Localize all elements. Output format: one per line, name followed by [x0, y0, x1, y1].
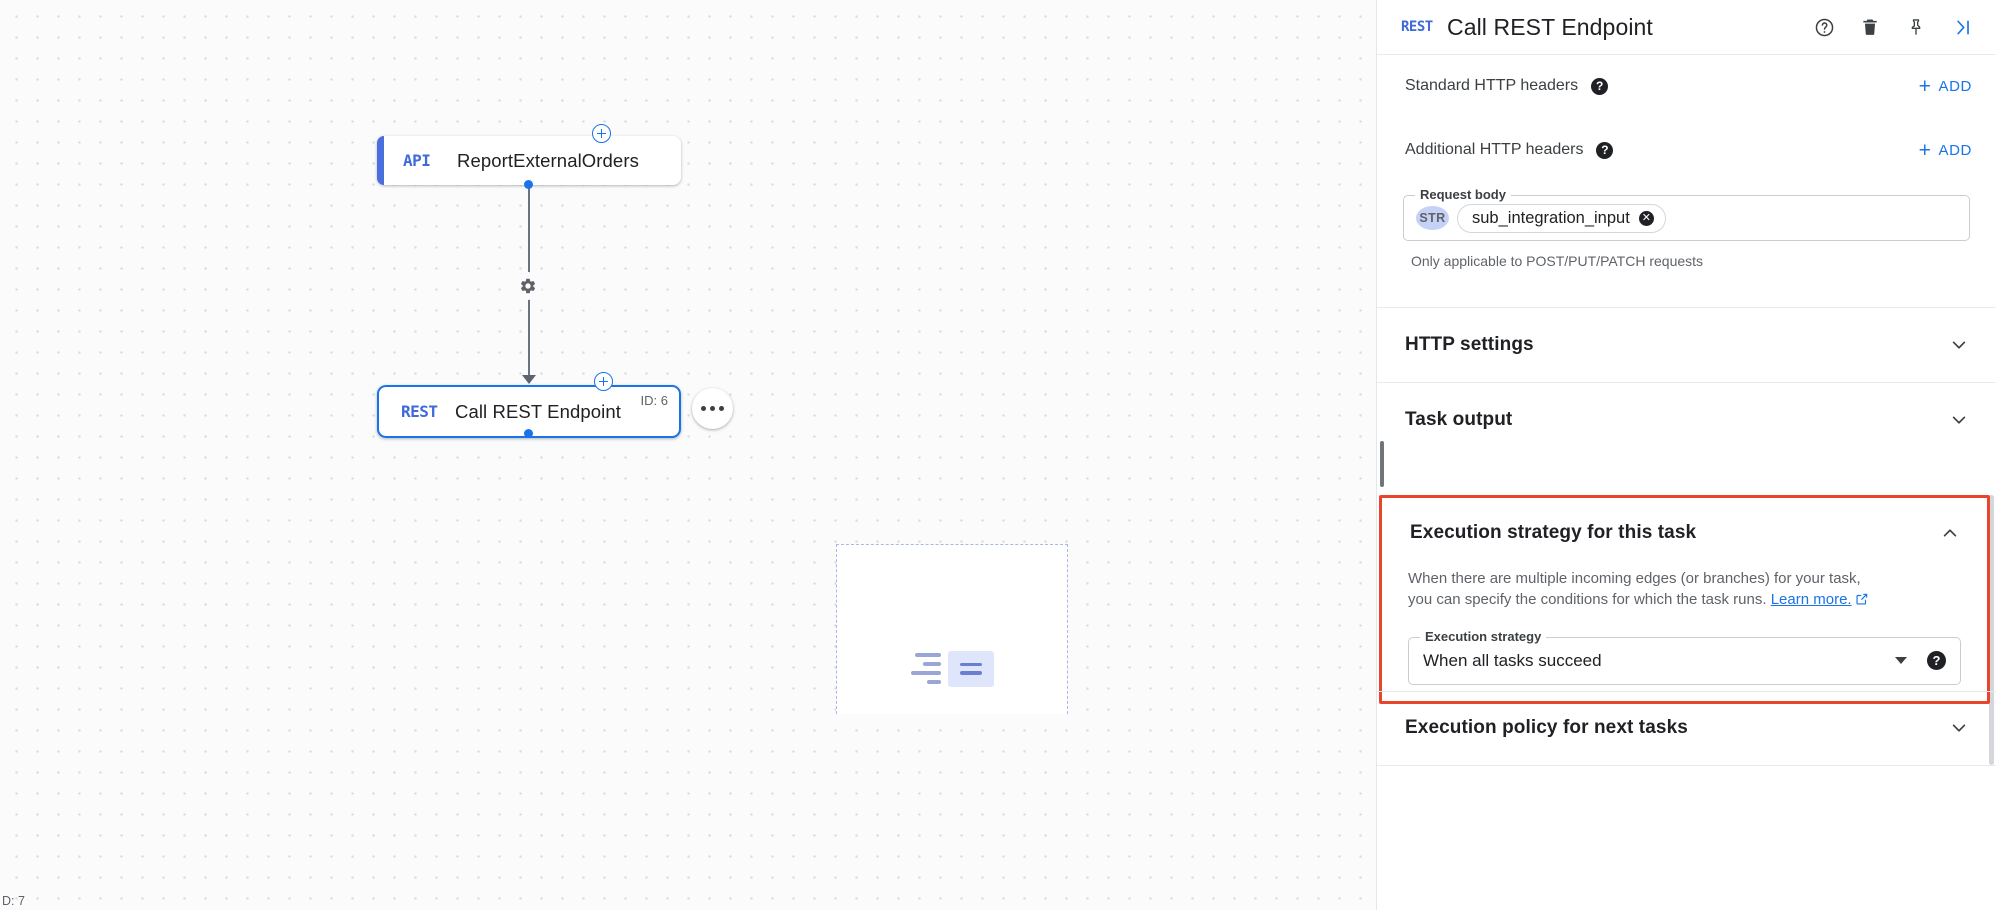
node-rest-output-port[interactable]	[524, 429, 533, 438]
request-body-helper-text: Only applicable to POST/PUT/PATCH reques…	[1411, 253, 1704, 269]
help-icon[interactable]: ?	[1927, 651, 1946, 671]
panel-scrollbar-right[interactable]	[1989, 495, 1994, 765]
panel-header: REST Call REST Endpoint	[1377, 0, 1996, 55]
add-label: ADD	[1938, 77, 1972, 95]
node-label: Call REST Endpoint	[455, 400, 621, 422]
external-link-icon[interactable]	[1855, 591, 1869, 612]
empty-state-illustration-icon	[910, 650, 994, 687]
node-label: ReportExternalOrders	[457, 149, 639, 171]
node-more-options-icon[interactable]	[692, 388, 733, 429]
node-type-tag: REST	[401, 402, 438, 421]
section-task-output[interactable]: Task output	[1377, 383, 1996, 457]
help-circle-icon[interactable]	[1812, 15, 1836, 39]
node-accent-bar	[377, 136, 384, 185]
section-title: Execution policy for next tasks	[1405, 717, 1688, 738]
trash-icon[interactable]	[1858, 15, 1882, 39]
variable-name: sub_integration_input	[1472, 208, 1630, 227]
canvas-node-api[interactable]: API ReportExternalOrders	[377, 136, 681, 185]
canvas-status-indicator: D: 7	[2, 894, 25, 908]
chevron-down-icon[interactable]	[1895, 657, 1907, 665]
execution-strategy-select[interactable]: Execution strategy When all tasks succee…	[1408, 628, 1961, 685]
chevron-down-icon[interactable]	[1948, 334, 1970, 356]
description-line-2: you can specify the conditions for which…	[1408, 591, 1767, 609]
canvas-placeholder-panel	[836, 544, 1068, 714]
task-config-panel: REST Call REST Endpoint	[1376, 0, 1996, 910]
collapse-panel-icon[interactable]	[1950, 15, 1974, 39]
divider	[1377, 382, 1996, 383]
edge-arrowhead	[522, 375, 536, 384]
edge-gear-icon[interactable]	[514, 272, 542, 300]
plus-icon: +	[1918, 74, 1932, 98]
description-line-1: When there are multiple incoming edges (…	[1408, 570, 1861, 587]
workflow-canvas[interactable]: API ReportExternalOrders REST Call REST …	[0, 0, 1376, 910]
panel-body[interactable]: Standard HTTP headers ? + ADD Additional…	[1377, 63, 1996, 910]
section-http-settings[interactable]: HTTP settings	[1377, 308, 1996, 382]
request-body-field[interactable]: Request body STR sub_integration_input ✕	[1403, 187, 1970, 241]
divider	[1377, 765, 1996, 766]
node-id-badge: ID: 6	[640, 393, 668, 408]
chevron-down-icon[interactable]	[1948, 409, 1970, 431]
chevron-down-icon[interactable]	[1948, 717, 1970, 739]
section-execution-strategy-highlight: Execution strategy for this task When th…	[1379, 495, 1990, 704]
standard-http-headers-row: Standard HTTP headers ? + ADD	[1377, 63, 1996, 109]
node-type-tag: API	[403, 151, 431, 170]
page-title: Call REST Endpoint	[1447, 13, 1653, 40]
section-title: HTTP settings	[1405, 334, 1534, 355]
panel-type-tag: REST	[1401, 19, 1433, 35]
panel-scrollbar-left[interactable]	[1380, 441, 1384, 487]
request-body-legend: Request body	[1415, 187, 1511, 202]
close-icon[interactable]: ✕	[1638, 210, 1654, 226]
execution-strategy-value: When all tasks succeed	[1423, 650, 1602, 670]
node-api-output-port[interactable]	[524, 180, 533, 189]
section-execution-policy[interactable]: Execution policy for next tasks	[1377, 691, 1996, 765]
add-standard-header-button[interactable]: + ADD	[1919, 76, 1972, 97]
add-node-button-api[interactable]	[592, 124, 611, 143]
add-node-button-rest[interactable]	[594, 372, 613, 391]
divider	[1377, 691, 1996, 692]
add-additional-header-button[interactable]: + ADD	[1919, 140, 1972, 161]
divider	[1377, 307, 1996, 308]
request-body-variable-chip[interactable]: sub_integration_input ✕	[1457, 203, 1666, 233]
chevron-up-icon[interactable]	[1939, 522, 1961, 544]
section-title: Execution strategy for this task	[1410, 522, 1697, 543]
help-icon[interactable]: ?	[1596, 141, 1614, 159]
execution-strategy-description: When there are multiple incoming edges (…	[1382, 568, 1987, 613]
plus-icon: +	[1918, 138, 1932, 162]
section-execution-strategy-header[interactable]: Execution strategy for this task	[1382, 498, 1987, 568]
add-label: ADD	[1938, 141, 1972, 159]
additional-http-headers-label: Additional HTTP headers	[1405, 141, 1584, 158]
additional-http-headers-row: Additional HTTP headers ? + ADD	[1377, 127, 1996, 173]
standard-http-headers-label: Standard HTTP headers	[1405, 77, 1579, 94]
help-icon[interactable]: ?	[1591, 77, 1609, 95]
execution-strategy-legend: Execution strategy	[1420, 628, 1547, 644]
pin-icon[interactable]	[1904, 15, 1928, 39]
variable-type-badge: STR	[1416, 206, 1449, 230]
section-title: Task output	[1405, 409, 1513, 430]
learn-more-link[interactable]: Learn more.	[1770, 591, 1852, 609]
